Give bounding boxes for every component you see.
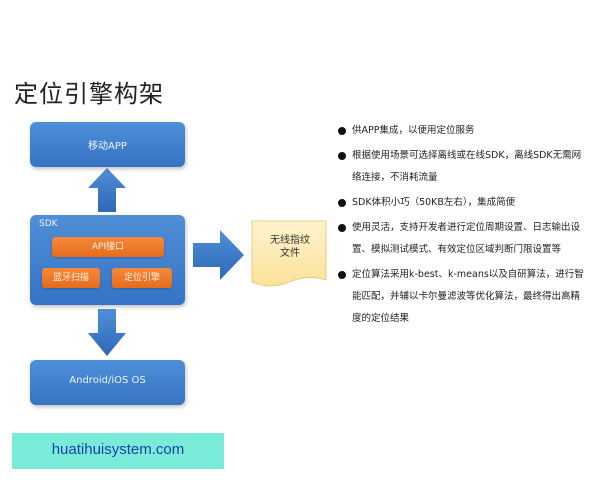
sdk-box: SDK API接口 蓝牙扫描 定位引擎 xyxy=(30,215,185,305)
list-item: SDK体积小巧（50KB左右），集成简便 xyxy=(338,192,588,214)
watermark-banner: huatihuisystem.com xyxy=(12,433,224,469)
positioning-engine-box: 定位引擎 xyxy=(112,268,172,288)
mobile-app-label: 移动APP xyxy=(88,141,127,152)
bullet-dot-icon xyxy=(338,224,346,232)
bullet-dot-icon xyxy=(338,127,346,135)
list-item: 定位算法采用k-best、k-means以及自研算法，进行智能匹配，并辅以卡尔曼… xyxy=(338,264,588,330)
bullet-dot-icon xyxy=(338,152,346,160)
list-item: 根据使用场景可选择离线或在线SDK，离线SDK无需网络连接，不消耗流量 xyxy=(338,145,588,189)
bullet-dot-icon xyxy=(338,271,346,279)
os-box: Android/iOS OS xyxy=(30,360,185,405)
file-label-line2: 文件 xyxy=(280,248,300,259)
watermark-text: huatihuisystem.com xyxy=(51,441,185,458)
list-item: 供APP集成，以便用定位服务 xyxy=(338,120,588,142)
down-arrow xyxy=(88,309,126,356)
sdk-label: SDK xyxy=(39,219,58,229)
file-label-line1: 无线指纹 xyxy=(270,235,310,246)
bullet-dot-icon xyxy=(338,199,346,207)
right-arrow xyxy=(193,230,244,280)
list-item: 使用灵活，支持开发者进行定位周期设置、日志输出设置、模拟测试模式、有效定位区域判… xyxy=(338,217,588,261)
feature-list: 供APP集成，以便用定位服务 根据使用场景可选择离线或在线SDK，离线SDK无需… xyxy=(338,120,588,333)
bluetooth-scan-box: 蓝牙扫描 xyxy=(42,268,100,288)
page-title: 定位引擎构架 xyxy=(14,80,164,108)
mobile-app-box: 移动APP xyxy=(30,122,185,167)
os-label: Android/iOS OS xyxy=(69,375,146,386)
api-interface-box: API接口 xyxy=(52,237,164,257)
up-arrow xyxy=(88,168,126,212)
file-label: 无线指纹 文件 xyxy=(256,234,324,260)
